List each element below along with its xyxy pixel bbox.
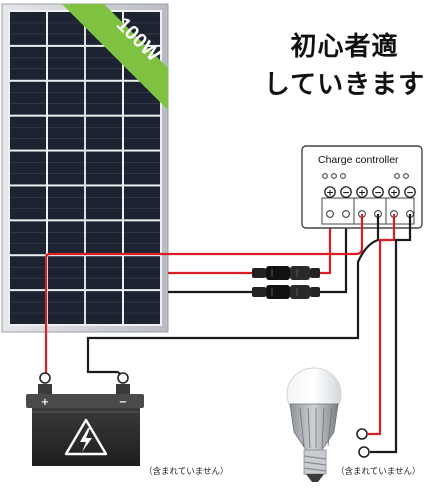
bulb-note: （含まれていません） bbox=[336, 466, 421, 477]
mc4-connector-top bbox=[252, 266, 320, 280]
battery-note: （含まれていません） bbox=[144, 466, 229, 477]
terminal-symbol: + bbox=[358, 189, 366, 199]
battery-red-wire bbox=[44, 214, 364, 374]
indicator-dot bbox=[394, 173, 400, 179]
panel-cell bbox=[124, 186, 160, 220]
battery-lug-negative bbox=[117, 372, 129, 384]
panel-cells bbox=[10, 12, 160, 324]
panel-black-wire-2 bbox=[316, 214, 348, 294]
terminal-symbol-ring bbox=[340, 186, 352, 198]
bulb-lug-black bbox=[358, 446, 370, 458]
terminal-symbol-ring bbox=[388, 186, 400, 198]
controller-title: Charge controller bbox=[318, 154, 399, 166]
indicator-dot bbox=[403, 173, 409, 179]
led-bulb bbox=[286, 367, 370, 482]
terminal-symbol-ring bbox=[356, 186, 368, 198]
panel-cell bbox=[10, 81, 46, 115]
bulb-red-wire bbox=[368, 214, 396, 436]
solar-panel: 100W bbox=[1, 3, 169, 333]
indicator-dot bbox=[331, 173, 337, 179]
panel-cell bbox=[86, 256, 122, 290]
battery-lug-positive bbox=[39, 372, 51, 384]
panel-cell bbox=[48, 116, 84, 150]
panel-cell bbox=[86, 186, 122, 220]
indicator-dot bbox=[322, 173, 328, 179]
panel-cell bbox=[10, 46, 46, 80]
panel-cell bbox=[10, 151, 46, 185]
terminal-symbol-ring bbox=[324, 186, 336, 198]
panel-cell bbox=[86, 151, 122, 185]
panel-cell bbox=[10, 12, 46, 45]
heading-line-2: していきます bbox=[263, 70, 426, 100]
battery-wires bbox=[44, 214, 380, 374]
panel-cell bbox=[10, 256, 46, 290]
battery-terminal-positive bbox=[38, 384, 52, 396]
battery-terminal-negative bbox=[116, 384, 130, 396]
battery-plus-sign: + bbox=[41, 397, 49, 408]
terminal-symbol-ring bbox=[372, 186, 384, 198]
terminal-screw bbox=[342, 210, 350, 218]
panel-red-wire-2 bbox=[316, 214, 332, 275]
panel-cell bbox=[10, 186, 46, 220]
panel-cell bbox=[124, 291, 160, 324]
panel-cell bbox=[48, 186, 84, 220]
terminal-symbol: − bbox=[374, 189, 382, 199]
terminals: +−+−+− bbox=[324, 186, 416, 224]
battery: + − bbox=[26, 371, 144, 466]
panel-cell bbox=[86, 291, 122, 324]
indicator-dot bbox=[340, 173, 346, 179]
charge-controller: Charge controller +−+−+− bbox=[301, 145, 423, 229]
battery-lid bbox=[26, 394, 144, 408]
terminal-symbol-ring bbox=[404, 186, 416, 198]
bulb-wires bbox=[368, 214, 412, 454]
bulb-black-wire bbox=[370, 214, 412, 454]
bulb-heatsink bbox=[289, 403, 339, 451]
high-voltage-icon bbox=[64, 418, 108, 456]
panel-cell bbox=[48, 151, 84, 185]
panel-cell bbox=[10, 116, 46, 150]
terminal-symbol: − bbox=[342, 189, 350, 199]
terminal-symbol: + bbox=[390, 189, 398, 199]
battery-minus-sign: − bbox=[119, 397, 127, 408]
panel-wires bbox=[168, 214, 348, 294]
battery-black-wire bbox=[86, 214, 380, 374]
page-heading: 初心者適 していきます bbox=[262, 28, 427, 104]
panel-cell bbox=[124, 256, 160, 290]
panel-cell bbox=[10, 291, 46, 324]
panel-cell bbox=[86, 221, 122, 255]
panel-cell bbox=[10, 221, 46, 255]
panel-cell bbox=[48, 256, 84, 290]
panel-cell bbox=[48, 46, 84, 80]
panel-cell bbox=[124, 221, 160, 255]
panel-cell bbox=[48, 221, 84, 255]
panel-cell bbox=[86, 116, 122, 150]
terminal-symbol: − bbox=[406, 189, 414, 199]
panel-cell bbox=[48, 81, 84, 115]
terminal-symbol: + bbox=[326, 189, 334, 199]
panel-cell bbox=[48, 291, 84, 324]
panel-cell bbox=[124, 151, 160, 185]
panel-cell bbox=[124, 116, 160, 150]
mc4-connector-bottom bbox=[252, 285, 320, 299]
heading-line-1: 初心者適 bbox=[290, 32, 399, 62]
panel-cell bbox=[86, 81, 122, 115]
terminal-block bbox=[321, 197, 415, 225]
terminal-screw bbox=[326, 210, 334, 218]
bulb-lug-red bbox=[356, 428, 368, 440]
